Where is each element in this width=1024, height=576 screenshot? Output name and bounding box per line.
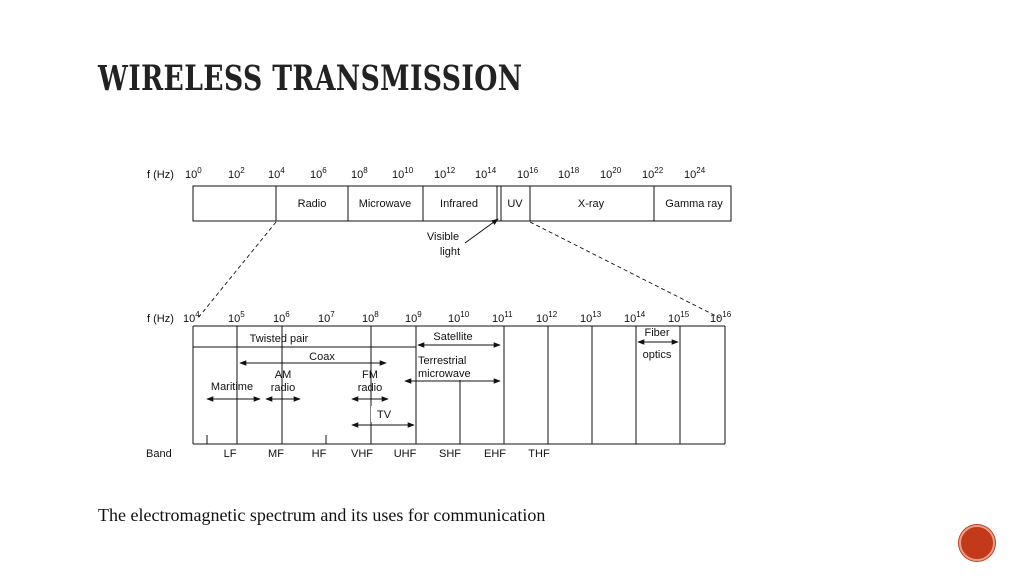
bottom-tick-label: 106	[273, 310, 290, 325]
am-label: radio	[271, 382, 295, 394]
terrestrial-label: microwave	[418, 368, 471, 380]
region-microwave: Microwave	[359, 198, 412, 210]
band-label: SHF	[439, 448, 461, 460]
top-tick-label: 100	[185, 166, 202, 181]
fm-label: radio	[358, 382, 382, 394]
top-tick-labels: 100 102 104 106 108 1010 1012 1014 1016 1018 1020 1…	[185, 166, 706, 181]
page-number-badge	[959, 525, 995, 561]
visible-light-arrow	[464, 218, 499, 244]
top-tick-label: 1024	[684, 166, 706, 181]
band-label: EHF	[484, 448, 506, 460]
bottom-tick-label: 104	[183, 310, 200, 325]
top-tick-label: 1022	[642, 166, 664, 181]
top-tick-label: 1014	[475, 166, 497, 181]
top-tick-label: 1016	[517, 166, 539, 181]
maritime-label: Maritime	[211, 381, 253, 393]
terrestrial-label: Terrestrial	[418, 355, 466, 367]
bottom-tick-label: 1014	[624, 310, 646, 325]
visible-light-label: light	[440, 246, 460, 258]
visible-light-label: Visible	[427, 231, 459, 243]
bottom-tick-label: 105	[228, 310, 245, 325]
region-xray: X-ray	[578, 198, 605, 210]
top-tick-label: 1010	[392, 166, 414, 181]
band-label: VHF	[351, 448, 373, 460]
band-label: UHF	[394, 448, 417, 460]
top-tick-label: 108	[351, 166, 368, 181]
tv-label: TV	[377, 409, 392, 421]
region-infrared: Infrared	[440, 198, 478, 210]
band-label: LF	[224, 448, 237, 460]
bottom-tick-label: 1010	[448, 310, 470, 325]
band-label: THF	[528, 448, 550, 460]
top-tick-label: 1020	[600, 166, 622, 181]
bottom-tick-labels: 104 105 106 107 108 109 1010 1011 1012 1013 1014 10…	[183, 310, 732, 325]
satellite-label: Satellite	[433, 331, 472, 343]
am-label: AM	[275, 369, 292, 381]
tv-box	[371, 406, 395, 422]
bottom-tick-label: 1011	[492, 310, 513, 325]
top-tick-label: 1018	[558, 166, 580, 181]
top-spectrum-bar	[192, 185, 732, 222]
bottom-axis-label: f (Hz)	[147, 313, 174, 325]
bottom-tick-label: 1013	[580, 310, 602, 325]
top-tick-label: 106	[310, 166, 327, 181]
top-tick-label: 1012	[434, 166, 456, 181]
top-tick-label: 104	[268, 166, 285, 181]
top-tick-label: 102	[228, 166, 245, 181]
fm-label: FM	[362, 369, 378, 381]
bottom-tick-label: 109	[405, 310, 422, 325]
coax-label: Coax	[309, 351, 335, 363]
twisted-pair-label: Twisted pair	[250, 333, 309, 345]
bottom-spectrum: f (Hz) 104 105 106 107 108 109 1010 1011 1012 101…	[146, 310, 732, 460]
region-uv: UV	[507, 198, 523, 210]
bottom-tick-label: 1015	[668, 310, 690, 325]
region-radio: Radio	[298, 198, 327, 210]
bottom-tick-label: 1016	[710, 310, 732, 325]
band-label: MF	[268, 448, 284, 460]
fiber-label: Fiber	[644, 327, 669, 339]
zoom-line-right	[529, 221, 721, 319]
bottom-tick-label: 107	[318, 310, 335, 325]
figure-caption: The electromagnetic spectrum and its use…	[98, 505, 546, 525]
band-axis-label: Band	[146, 448, 172, 460]
region-gamma: Gamma ray	[665, 198, 723, 210]
top-axis-label: f (Hz)	[147, 169, 174, 181]
zoom-line-left	[197, 221, 277, 319]
band-label: HF	[312, 448, 327, 460]
bottom-tick-label: 1012	[536, 310, 558, 325]
fiber-label: optics	[643, 349, 672, 361]
bottom-tick-label: 108	[362, 310, 379, 325]
slide-title: WIRELESS TRANSMISSION	[98, 58, 523, 99]
